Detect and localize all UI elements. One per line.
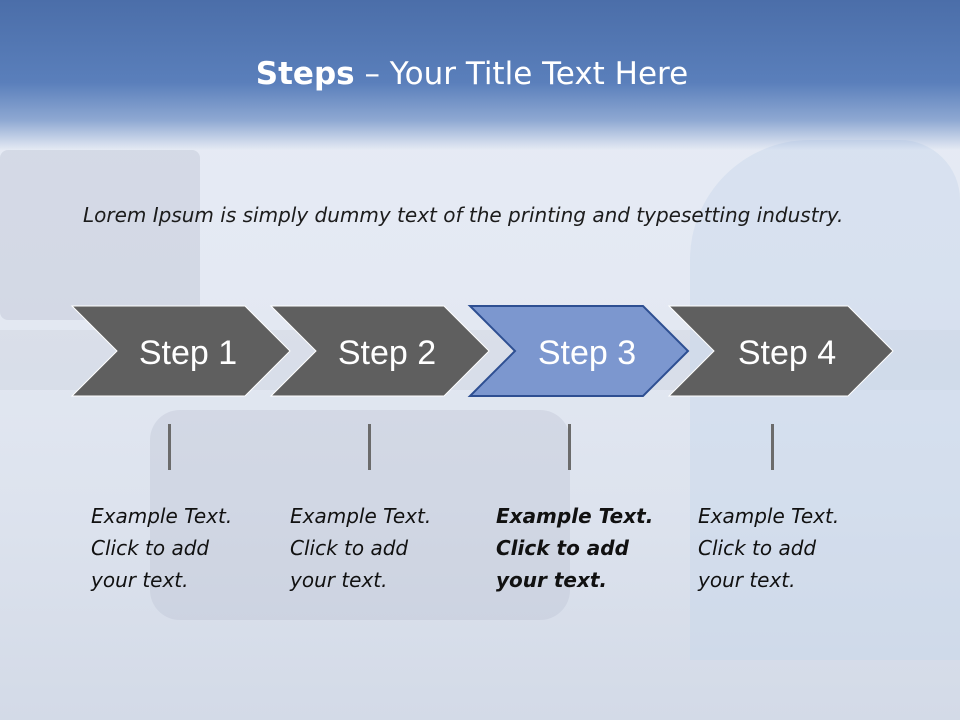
step-1-shape [70,305,291,397]
connector-line [771,424,774,470]
connector-line [168,424,171,470]
step-2-arrow[interactable]: Step 2 [269,305,490,397]
note-line: Click to add [496,536,629,560]
step-3-note[interactable]: Example Text. Click to add your text. [496,500,686,596]
intro-text[interactable]: Lorem Ipsum is simply dummy text of the … [83,203,844,227]
photo-tank [150,410,570,620]
note-line: your text. [496,568,608,592]
step-4-arrow[interactable]: Step 4 [667,305,894,397]
slide-title[interactable]: Steps – Your Title Text Here [0,54,944,94]
step-4-note[interactable]: Example Text. Click to add your text. [698,500,888,596]
note-line: Click to add [698,536,817,560]
step-4-shape [667,305,894,397]
step-3-shape [467,305,690,397]
note-line: Example Text. [496,504,654,528]
step-3-arrow[interactable]: Step 3 [467,305,690,397]
step-2-label: Step 2 [338,334,436,372]
title-rest: – Your Title Text Here [354,56,689,92]
step-1-label: Step 1 [139,334,237,372]
note-line: Example Text. [91,504,233,528]
step-4-label: Step 4 [738,334,836,372]
note-line: Example Text. [290,504,432,528]
photo-worker [690,140,960,660]
step-1-note[interactable]: Example Text. Click to add your text. [91,500,281,596]
note-line: Click to add [91,536,210,560]
connector-line [568,424,571,470]
title-band [0,0,960,150]
step-2-shape [269,305,490,397]
step-1-arrow[interactable]: Step 1 [70,305,291,397]
connector-line [368,424,371,470]
note-line: your text. [290,568,388,592]
photo-machine-left [0,150,200,320]
title-bold: Steps [255,56,355,92]
note-line: your text. [698,568,796,592]
step-2-note[interactable]: Example Text. Click to add your text. [290,500,480,596]
note-line: your text. [91,568,189,592]
step-3-label: Step 3 [538,334,636,372]
note-line: Example Text. [698,504,840,528]
note-line: Click to add [290,536,409,560]
